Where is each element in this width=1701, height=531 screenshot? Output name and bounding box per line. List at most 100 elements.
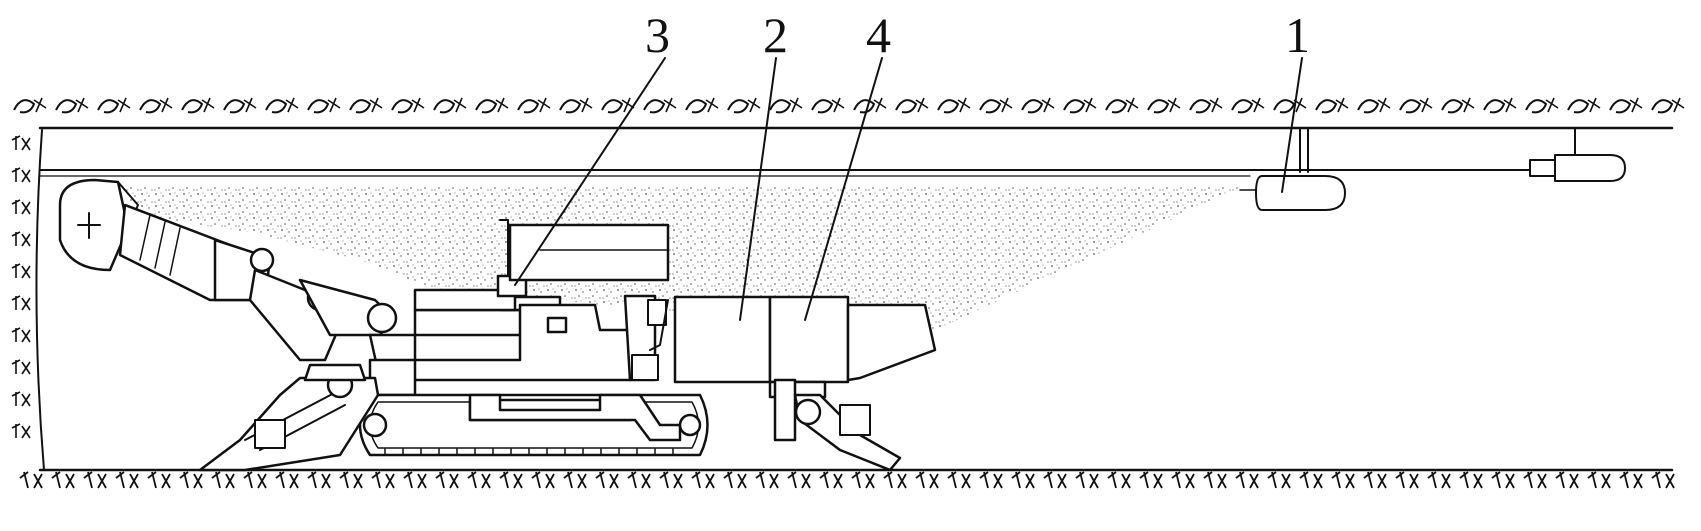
rock-mark: [937, 97, 971, 114]
rock-mark: [595, 471, 619, 489]
rock-mark: [915, 471, 939, 489]
rock-mark: [1609, 97, 1643, 114]
rock-mark: [11, 199, 31, 215]
rock-mark: [1075, 471, 1099, 489]
loading-shovel: [198, 363, 380, 472]
rock-mark: [1523, 471, 1547, 489]
callout-2: 2: [763, 7, 788, 63]
leader-2: [739, 57, 777, 321]
rock-mark: [265, 97, 299, 114]
rock-mark: [1203, 471, 1227, 489]
rock-mark: [1427, 471, 1451, 489]
rock-mark: [1105, 97, 1139, 114]
rock-mark: [627, 471, 651, 489]
rock-mark: [1651, 471, 1675, 489]
rock-mark: [391, 97, 425, 114]
cutting-head: [58, 178, 139, 272]
rock-mark: [1363, 471, 1387, 489]
callout-3: 3: [645, 7, 670, 63]
rock-mark: [559, 97, 593, 114]
rock-mark: [11, 167, 31, 183]
rock-mark: [1231, 97, 1265, 114]
rock-mark: [1107, 471, 1131, 489]
rock-mark: [947, 471, 971, 489]
working-face-rock: [11, 135, 31, 439]
rock-mark: [1273, 97, 1307, 114]
rock-mark: [1567, 97, 1601, 114]
rock-mark: [339, 471, 363, 489]
rock-mark: [1399, 97, 1433, 114]
rock-mark: [223, 97, 257, 114]
rock-mark: [1299, 471, 1323, 489]
rock-mark: [691, 471, 715, 489]
rock-mark: [11, 135, 31, 151]
roadheader-machine: [58, 178, 937, 472]
rock-mark: [1525, 97, 1559, 114]
rock-mark: [55, 97, 89, 114]
rock-mark: [1235, 471, 1259, 489]
rock-mark: [685, 97, 719, 114]
rock-mark: [531, 471, 555, 489]
rock-mark: [1395, 471, 1419, 489]
tunnel-roof-rock: [13, 97, 1685, 114]
rock-mark: [1357, 97, 1391, 114]
rock-mark: [13, 97, 47, 114]
rock-mark: [895, 97, 929, 114]
working-face-line: [35, 129, 45, 471]
rock-mark: [1189, 97, 1223, 114]
rock-mark: [883, 471, 907, 489]
rock-mark: [433, 97, 467, 114]
rock-mark: [1441, 97, 1475, 114]
rock-mark: [467, 471, 491, 489]
rear-stabilizer: [773, 378, 902, 472]
rock-mark: [769, 97, 803, 114]
rock-mark: [811, 97, 845, 114]
rock-mark: [979, 471, 1003, 489]
rock-mark: [147, 471, 171, 489]
rock-mark: [97, 97, 131, 114]
rock-mark: [51, 471, 75, 489]
rock-mark: [243, 471, 267, 489]
rock-mark: [755, 471, 779, 489]
rock-mark: [659, 471, 683, 489]
rock-mark: [563, 471, 587, 489]
dust-collector: [1239, 127, 1346, 211]
machine-body: [368, 219, 670, 397]
rock-mark: [1021, 97, 1055, 114]
rock-mark: [601, 97, 635, 114]
rock-mark: [403, 471, 427, 489]
rock-mark: [1651, 97, 1685, 114]
rock-mark: [11, 359, 31, 375]
dust-cloud: [110, 185, 1245, 335]
rock-mark: [1139, 471, 1163, 489]
rock-mark: [115, 471, 139, 489]
rock-mark: [517, 97, 551, 114]
rock-mark: [181, 97, 215, 114]
rock-mark: [643, 97, 677, 114]
rock-mark: [371, 471, 395, 489]
rock-mark: [1171, 471, 1195, 489]
equipment-cabinets: [673, 295, 937, 399]
rock-mark: [11, 423, 31, 439]
rock-mark: [1459, 471, 1483, 489]
rock-mark: [275, 471, 299, 489]
rock-mark: [851, 471, 875, 489]
rock-mark: [179, 471, 203, 489]
rock-mark: [139, 97, 173, 114]
rock-mark: [1147, 97, 1181, 114]
rock-mark: [1267, 471, 1291, 489]
leader-4: [804, 57, 883, 321]
rock-mark: [819, 471, 843, 489]
rock-mark: [1587, 471, 1611, 489]
rock-mark: [435, 471, 459, 489]
rock-mark: [1011, 471, 1035, 489]
rock-mark: [499, 471, 523, 489]
rock-mark: [11, 391, 31, 407]
rock-mark: [349, 97, 383, 114]
rock-mark: [1315, 97, 1349, 114]
tunnel-floor-rock: [19, 471, 1675, 489]
rock-mark: [1043, 471, 1067, 489]
callout-leaders: [514, 57, 1303, 321]
rock-mark: [11, 295, 31, 311]
